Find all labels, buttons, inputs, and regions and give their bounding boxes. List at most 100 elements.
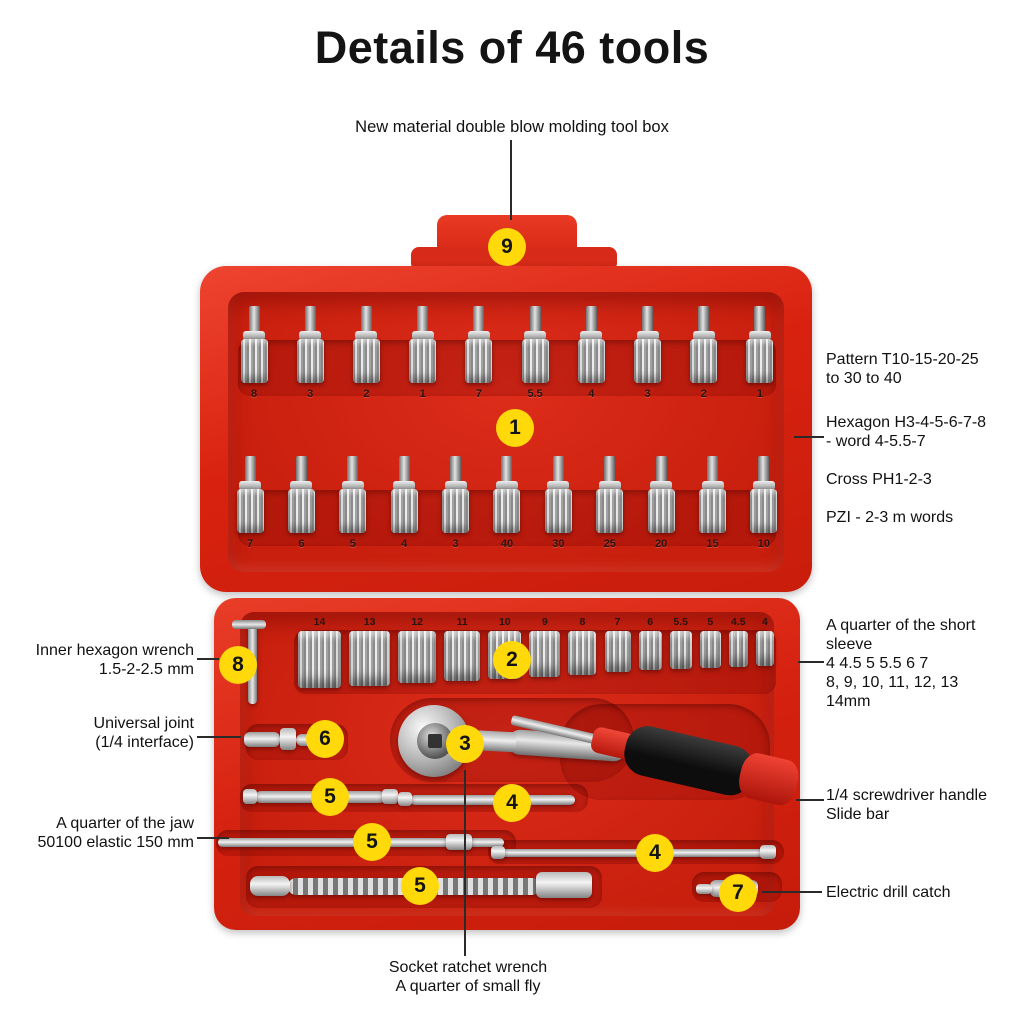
bit-size-label: 2 [363,388,370,400]
bit-size-label: 5.5 [527,388,543,400]
bit-tip [552,456,564,482]
badge-extension-short: 5 [311,778,349,816]
bit-collar [580,331,603,340]
bit-socket-body [236,489,264,533]
spinner-bar-left-knob [491,846,505,859]
callout-sleeve-line1: A quarter of the short [826,617,976,634]
callout-hex-wrench-line2: 1.5-2-2.5 mm [98,661,194,678]
callout-hexagon: Hexagon H3-4-5-6-7-8 - word 4-5.5-7 [826,413,1024,451]
socket-body [755,631,774,666]
socket-size-label: 4.5 [731,616,746,628]
callout-jaw: A quarter of the jaw 50100 elastic 150 m… [8,814,194,852]
socket-size-label: 6 [647,616,654,628]
callout-sleeve-line2: sleeve [826,636,873,653]
bit-collar [444,481,467,490]
socket: 14 [298,616,341,688]
bit-socket: 25 [592,456,628,550]
bit-socket-body [634,339,662,383]
bit-size-label: 6 [298,538,305,550]
callout-screwdriver: 1/4 screwdriver handle Slide bar [826,786,1024,824]
bit-size-label: 2 [700,388,707,400]
bit-tip [501,456,513,482]
callout-ratchet-line2: A quarter of small fly [395,978,541,995]
slide-bar-bit-end [398,792,412,806]
socket-body [699,631,721,668]
bit-socket: 3 [292,306,328,400]
bit-size-label: 25 [603,538,616,550]
extension-short-drive-end [243,789,257,804]
bit-size-label: 3 [307,388,314,400]
drill-catch-tip [696,884,712,894]
socket-size-label: 14 [313,616,326,628]
bit-socket: 4 [573,306,609,400]
bit-tip [754,306,766,332]
bit-tip [585,306,597,332]
universal-joint-center [280,728,296,750]
badge-sockets: 2 [493,641,531,679]
bit-size-label: 20 [655,538,668,550]
callout-ratchet: Socket ratchet wrench A quarter of small… [338,958,598,996]
bit-socket: 30 [540,456,576,550]
badge-flex-shaft: 5 [401,867,439,905]
callout-jaw-line1: A quarter of the jaw [56,815,194,832]
bit-tip [244,456,256,482]
callout-sleeve-line4: 8, 9, 10, 11, 12, 13 [826,674,959,691]
socket: 4 [755,616,774,666]
bit-tip [295,456,307,482]
bit-collar [650,481,673,490]
bit-collar [299,331,322,340]
socket-body [669,631,692,669]
bit-socket-body [699,489,727,533]
callout-line-sleeve [798,661,824,663]
bit-socket-body [409,339,437,383]
bit-size-label: 3 [452,538,459,550]
bit-socket-body [750,489,778,533]
bit-tip [473,306,485,332]
bit-collar [341,481,364,490]
socket-body [728,631,748,667]
bit-collar [752,481,775,490]
socket-size-label: 5.5 [673,616,688,628]
socket: 8 [568,616,597,675]
socket-body [444,631,481,681]
slide-bar [410,795,575,805]
callout-ratchet-line1: Socket ratchet wrench [388,959,548,976]
bit-socket-body [287,489,315,533]
callout-line-ratchet [464,770,466,956]
bit-socket: 20 [643,456,679,550]
socket-size-label: 11 [456,616,468,628]
callout-universal-joint: Universal joint (1/4 interface) [8,714,194,752]
flex-shaft-left-cap [250,876,290,896]
callout-hexagon-line2: - word 4-5.5-7 [826,433,926,450]
socket: 5 [699,616,721,668]
callout-line-toolbox [510,140,512,220]
bit-tip [360,306,372,332]
socket-size-label: 5 [707,616,714,628]
bit-collar [748,331,771,340]
badge-toolbox: 9 [488,228,526,266]
bit-socket-body [493,489,521,533]
socket-body [529,631,561,677]
bit-tip [417,306,429,332]
bit-size-label: 1 [756,388,764,400]
bit-socket: 10 [746,456,782,550]
bit-collar [692,331,715,340]
bit-tip [529,306,541,332]
callout-cross-line1: Cross PH1-2-3 [826,471,932,488]
bit-tip [707,456,719,482]
page-title: Details of 46 tools [314,22,710,73]
flex-shaft-right-cap [536,872,592,898]
bit-tip [698,306,710,332]
badge-universal-joint: 6 [306,720,344,758]
screwdriver-grip [619,721,758,800]
socket: 6 [638,616,662,670]
callout-pzi: PZI - 2-3 m words [826,508,1024,527]
bit-collar [393,481,416,490]
callout-universal-joint-line1: Universal joint [93,715,194,732]
bit-socket: 1 [742,306,778,400]
bit-size-label: 30 [552,538,565,550]
bit-tip [655,456,667,482]
callout-toolbox-label: New material double blow molding tool bo… [355,118,669,136]
